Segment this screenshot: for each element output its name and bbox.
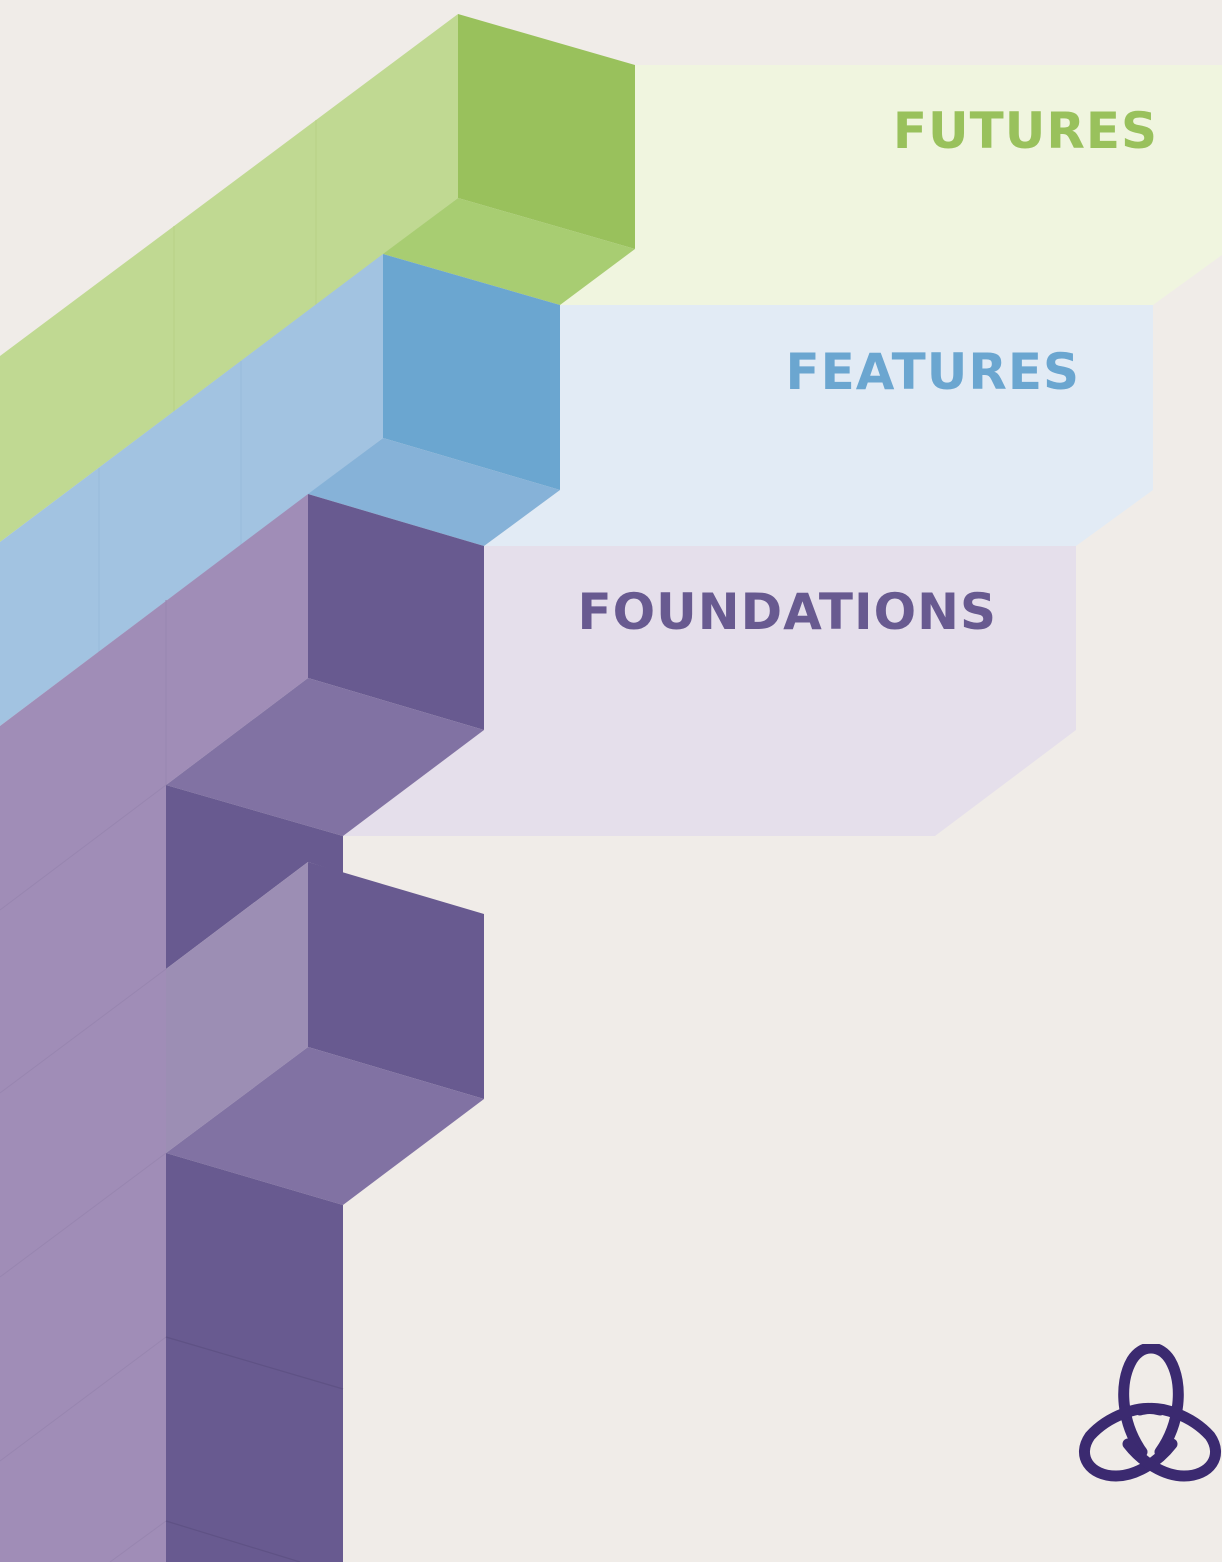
foundations-blocks [0,494,484,1562]
features-blocks [0,254,560,726]
features-panel [484,305,1153,546]
futures-label: FUTURES [892,102,1158,160]
futures-panel [560,65,1222,305]
triquetra-icon [1079,1344,1221,1482]
futures-blocks [0,14,635,542]
foundations-panel [343,546,1076,836]
foundations-label: FOUNDATIONS [577,583,997,641]
features-label: FEATURES [785,343,1080,401]
